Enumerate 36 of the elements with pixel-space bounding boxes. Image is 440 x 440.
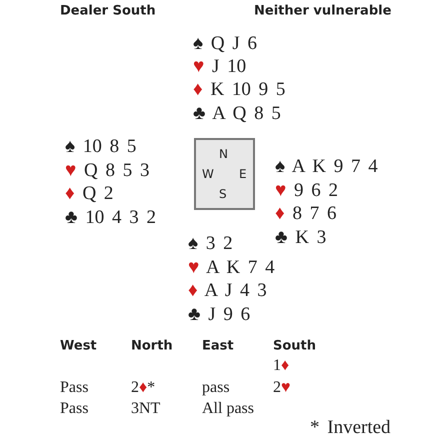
card-holding: ♣ K 3 <box>275 227 326 249</box>
card-holding: ♥ 9 6 2 <box>275 180 338 202</box>
player-name: East <box>202 340 234 354</box>
footnote: * Inverted <box>310 417 391 439</box>
card-holding: ♠ 10 8 5 <box>65 136 136 158</box>
card-holding: ♠ 3 2 <box>188 233 233 255</box>
player-name: North <box>131 340 173 354</box>
bid-text: Pass <box>60 400 88 418</box>
bid-text: 1♦ <box>273 356 290 376</box>
deal-heading: Neither vulnerable <box>254 4 392 20</box>
card-holding: ♥ J 10 <box>193 56 246 78</box>
compass-letter: N <box>219 148 228 160</box>
player-name: South <box>273 340 316 354</box>
card-holding: ♣ J 9 6 <box>188 304 250 326</box>
card-holding: ♦ Q 2 <box>65 183 114 205</box>
deal-heading: Dealer South <box>60 4 156 20</box>
compass-letter: S <box>219 188 227 200</box>
card-holding: ♦ K 10 9 5 <box>193 79 286 101</box>
compass-letter: E <box>239 168 247 180</box>
card-holding: ♥ Q 8 5 3 <box>65 160 150 182</box>
card-holding: ♦ 8 7 6 <box>275 203 336 225</box>
card-holding: ♦ A J 4 3 <box>188 280 267 302</box>
card-holding: ♠ A K 9 7 4 <box>275 156 378 178</box>
bid-text: 2♦* <box>131 378 156 398</box>
card-holding: ♣ A Q 8 5 <box>193 103 281 125</box>
bid-text: pass <box>202 378 230 398</box>
bid-text: 2♥ <box>273 378 290 398</box>
compass-letter: W <box>202 168 214 180</box>
card-holding: ♣ 10 4 3 2 <box>65 207 156 229</box>
bid-text: Pass <box>60 378 88 398</box>
bid-text: All pass <box>202 400 254 418</box>
player-name: West <box>60 340 97 354</box>
bid-text: 3NT <box>131 400 160 418</box>
compass-box <box>194 138 255 210</box>
card-holding: ♥ A K 7 4 <box>188 257 275 279</box>
card-holding: ♠ Q J 6 <box>193 33 257 55</box>
